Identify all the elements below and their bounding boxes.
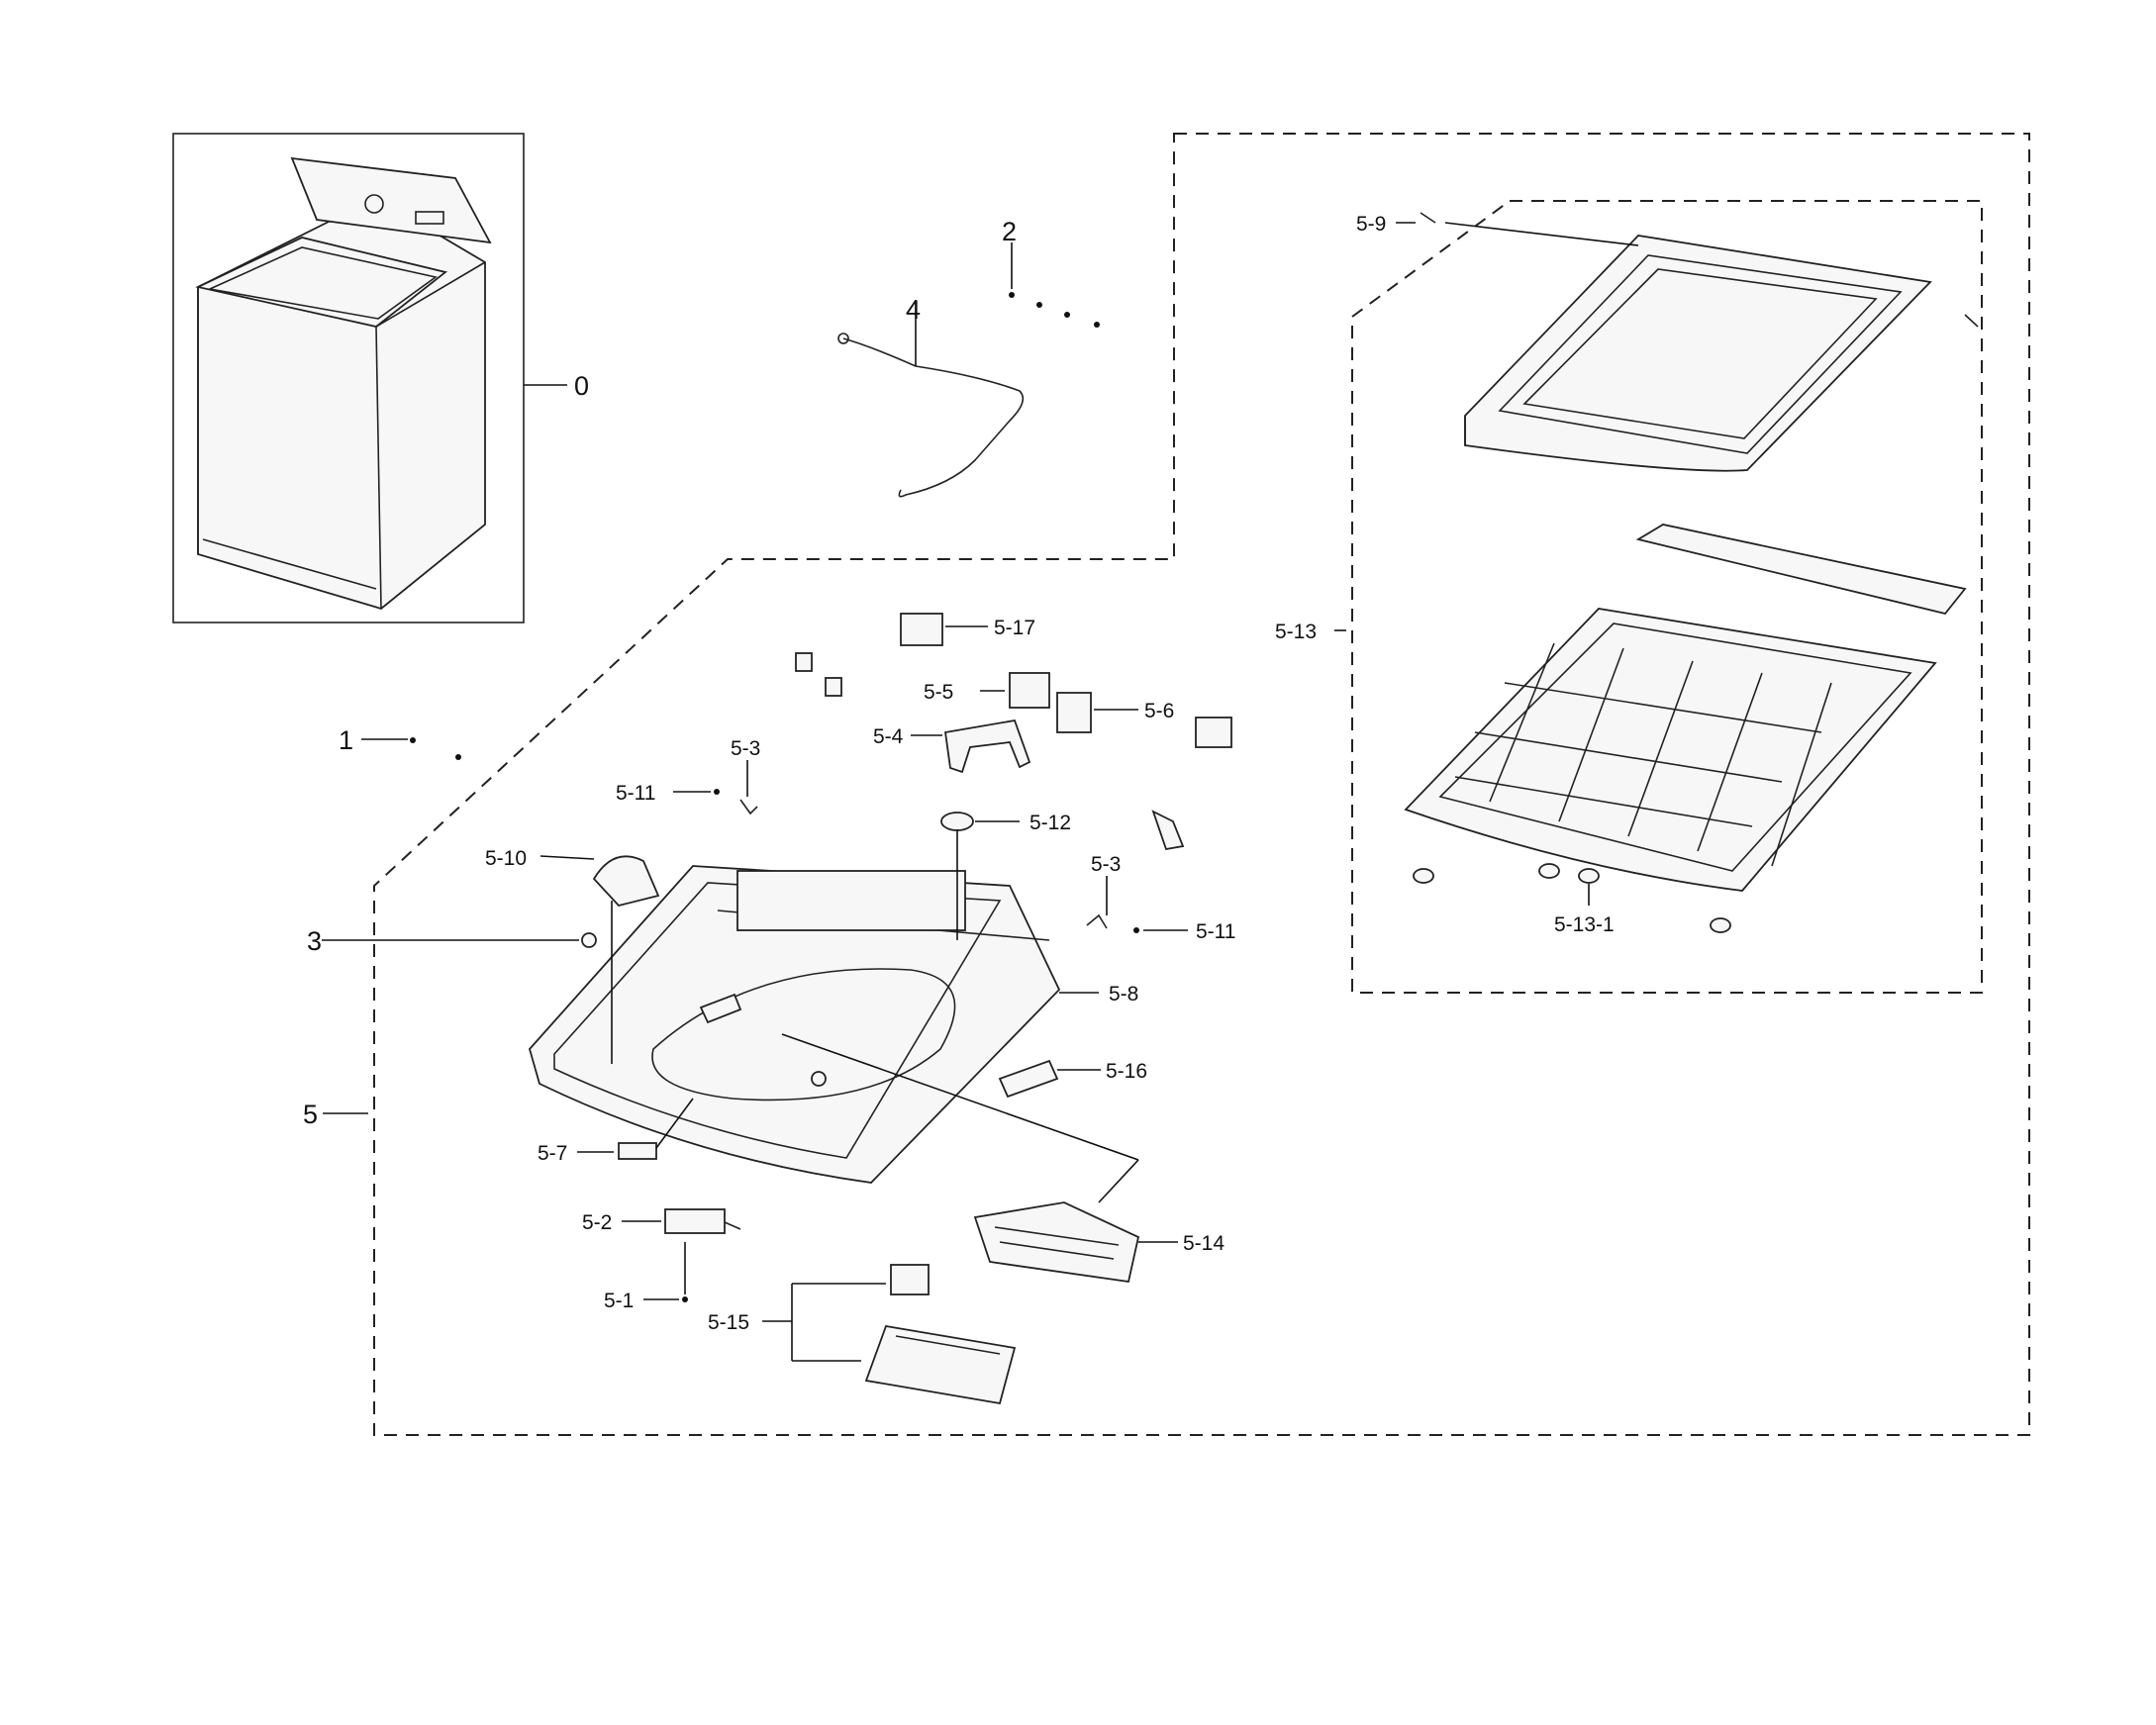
latch-part-5-16: 5-16 — [699, 993, 1147, 1099]
screw-part-5-1: 5-1 — [604, 1242, 688, 1312]
water-valve-part-5-6: 5-6 — [1056, 692, 1174, 733]
part-label-5-6: 5-6 — [1144, 700, 1174, 722]
washer-assembly-box: 0 — [172, 133, 589, 623]
part-label-5-15: 5-15 — [708, 1311, 749, 1334]
part-label-5-8: 5-8 — [1109, 983, 1138, 1006]
part-label-5-7: 5-7 — [538, 1142, 567, 1165]
screws-part-2: 2 — [1002, 217, 1100, 328]
screw-part-1: 1 — [339, 725, 461, 760]
water-valve-part-5-5: 5-5 — [924, 672, 1050, 709]
bracket-part-5-4: 5-4 — [873, 719, 1031, 774]
small-bracket-parts — [795, 652, 1185, 851]
screw-part-5-11-left: 5-11 — [616, 782, 720, 805]
dispenser-drawer-part: 5-15 — [708, 1264, 1017, 1405]
part-label-0: 0 — [574, 371, 589, 401]
part-label-5-5: 5-5 — [924, 681, 953, 704]
lid-frame-part: 5-13 5-13-1 — [1275, 608, 1937, 936]
part-label-2: 2 — [1002, 217, 1017, 246]
part-label-5: 5 — [303, 1100, 318, 1129]
button-part-5-7: 5-7 — [538, 1098, 694, 1165]
assembly-boundary-5-13 — [1351, 200, 1983, 994]
pressure-sensor-part: 5-12 — [940, 812, 1071, 940]
part-label-5-13: 5-13 — [1275, 621, 1317, 643]
part-label-5-2: 5-2 — [582, 1211, 612, 1234]
part-label-5-17: 5-17 — [994, 617, 1035, 639]
door-hinge-bracket — [1635, 524, 1967, 616]
screw-part-5-11-right: 5-11 — [1133, 920, 1235, 943]
part-label-5-11-right: 5-11 — [1196, 920, 1235, 943]
part-label-4: 4 — [906, 295, 921, 325]
hinge-part-5-17: 5-17 — [900, 613, 1232, 748]
assembly-boundary-5 — [373, 133, 2030, 1436]
part-label-5-3-left: 5-3 — [731, 737, 760, 760]
part-label-5-11-left: 5-11 — [616, 782, 655, 805]
part-label-5-12: 5-12 — [1029, 812, 1071, 834]
part-label-5-14: 5-14 — [1183, 1232, 1225, 1255]
hook-part-5-3-left: 5-3 — [731, 737, 760, 815]
part-label-5-4: 5-4 — [873, 725, 904, 748]
part-label-1: 1 — [339, 725, 353, 755]
part-label-5-16: 5-16 — [1106, 1060, 1147, 1083]
lid-switch-part-5-2: 5-2 — [582, 1208, 741, 1234]
wire-harness-part: 4 — [837, 295, 1025, 498]
bumper-part-3: 3 — [307, 926, 827, 1087]
dispenser-housing-part: 5-14 — [781, 1033, 1225, 1284]
assembly-label-5: 5 — [303, 1100, 368, 1129]
part-label-5-9: 5-9 — [1356, 213, 1386, 236]
part-label-5-3-right: 5-3 — [1091, 853, 1121, 876]
hook-part-5-3-right: 5-3 — [1086, 853, 1121, 929]
part-label-5-10: 5-10 — [485, 847, 527, 870]
top-cover-part: 5-8 — [528, 865, 1138, 1184]
filter-cap-part: 5-10 — [485, 847, 660, 1064]
top-door-glass: 5-9 — [1356, 212, 1979, 472]
part-label-5-1: 5-1 — [604, 1290, 634, 1312]
part-label-3: 3 — [307, 926, 322, 956]
part-label-5-13-1: 5-13-1 — [1554, 913, 1615, 936]
